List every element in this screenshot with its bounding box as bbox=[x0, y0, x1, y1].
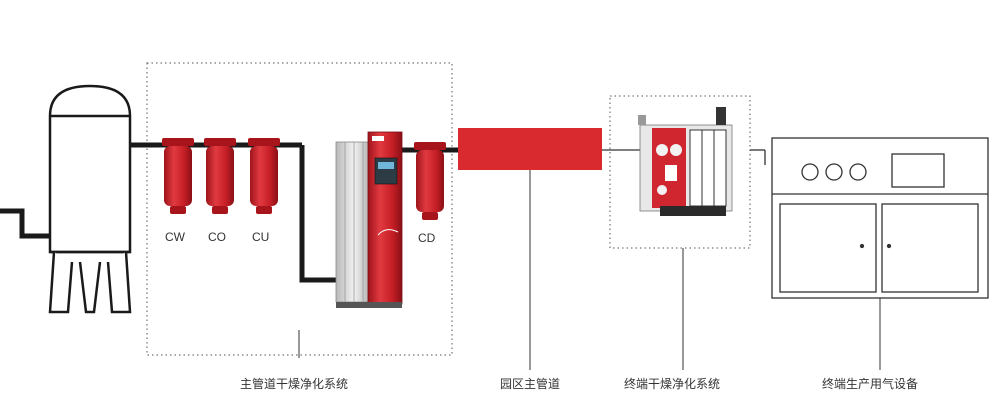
filter-label-cd: CD bbox=[418, 231, 436, 245]
filter-co bbox=[204, 138, 236, 214]
filter-label-co: CO bbox=[208, 230, 226, 244]
adsorption-dryer bbox=[335, 131, 403, 308]
terminal-purification-group-box bbox=[609, 95, 751, 249]
label-terminal-purification-system: 终端干燥净化系统 bbox=[624, 377, 721, 391]
label-park-main-pipe: 园区主管道 bbox=[500, 377, 561, 391]
main-purification-group-box bbox=[146, 62, 453, 356]
filter-cd bbox=[414, 142, 446, 220]
thin-connectors bbox=[602, 149, 766, 165]
terminal-dryer-unit bbox=[638, 107, 733, 216]
air-receiver-tank bbox=[48, 84, 132, 314]
label-terminal-equipment: 终端生产用气设备 bbox=[822, 377, 919, 391]
filter-cu bbox=[248, 138, 280, 214]
park-main-pipe-bar bbox=[458, 128, 602, 170]
filter-label-cw: CW bbox=[165, 230, 185, 244]
label-leader-lines bbox=[298, 170, 881, 370]
filter-label-cu: CU bbox=[252, 230, 270, 244]
terminal-production-equipment bbox=[771, 137, 989, 299]
filter-cw bbox=[162, 138, 194, 214]
label-main-purification-system: 主管道干燥净化系统 bbox=[240, 377, 349, 391]
